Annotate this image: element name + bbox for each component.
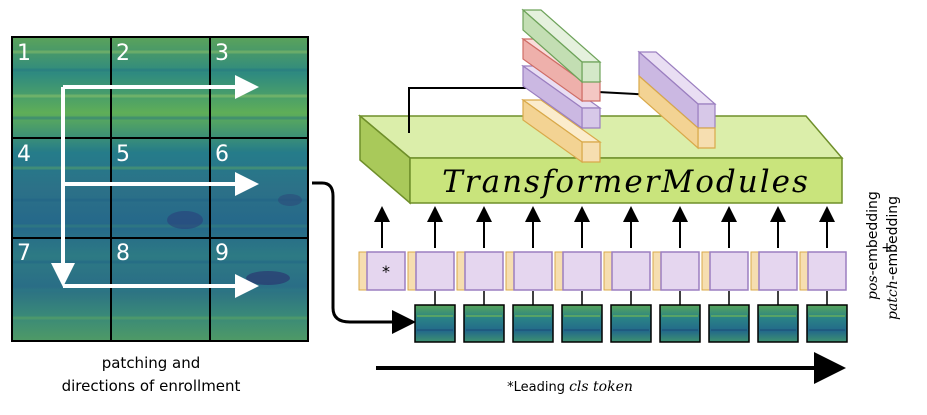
patch-thumbnail <box>512 304 554 343</box>
patch-token <box>464 251 504 291</box>
pooled-token <box>637 50 717 150</box>
pos-embedding <box>799 251 809 291</box>
pos-embedding <box>554 251 564 291</box>
cls-token <box>366 251 406 291</box>
pos-embedding <box>701 251 711 291</box>
cls-marker: * <box>382 262 390 281</box>
patch-thumbnail <box>414 304 456 343</box>
patch-number-6: 6 <box>215 142 229 167</box>
caption-line-1: patching and <box>102 354 201 372</box>
patch-thumbnail <box>610 304 652 343</box>
footnote-prefix: *Leading <box>507 380 569 395</box>
pos-embedding <box>603 251 613 291</box>
embedding-row: * <box>358 251 847 291</box>
embedding-side-label-2: patch-embedding <box>885 196 901 320</box>
pos-rest: -embedding <box>865 191 881 275</box>
caption-line-2: directions of enrollment <box>62 377 241 395</box>
patch-number-1: 1 <box>17 41 31 66</box>
patch-number-3: 3 <box>215 41 229 66</box>
plus-sign: + <box>881 240 893 256</box>
patch-number-8: 8 <box>116 241 130 266</box>
patch-number-2: 2 <box>116 41 130 66</box>
embedding-arrows <box>374 206 835 248</box>
patch-token <box>415 251 455 291</box>
patch-token <box>709 251 749 291</box>
patch-number-7: 7 <box>17 241 31 266</box>
transformer-block: TransformerModules <box>357 114 844 205</box>
patch-flow-arrow <box>312 181 416 334</box>
patch-token <box>660 251 700 291</box>
pos-embedding <box>456 251 466 291</box>
patch-thumbnail <box>463 304 505 343</box>
patch-number-4: 4 <box>17 142 31 167</box>
transformer-label: TransformerModules <box>442 164 810 200</box>
patch-thumbnail <box>561 304 603 343</box>
patch-token <box>807 251 847 291</box>
pos-italic: pos <box>865 275 881 300</box>
patch-token <box>611 251 651 291</box>
patch-token <box>758 251 798 291</box>
patch-rest: -embedding <box>885 196 901 280</box>
output-arrow <box>408 80 556 133</box>
patch-number-5: 5 <box>116 142 130 167</box>
patch-token <box>562 251 602 291</box>
patch-italic: patch <box>885 280 901 320</box>
patch-sequence <box>414 291 848 343</box>
pos-embedding <box>750 251 760 291</box>
footnote: *Leading cls token <box>507 379 633 395</box>
patch-thumbnail <box>708 304 750 343</box>
patch-thumbnail <box>659 304 701 343</box>
embedding-side-label: pos-embedding <box>865 191 881 300</box>
patch-token <box>513 251 553 291</box>
token-stack <box>521 8 602 164</box>
svg-text:pos-embedding: pos-embedding <box>865 191 881 300</box>
enrollment-arrows <box>51 75 259 298</box>
pos-embedding <box>505 251 515 291</box>
input-image: 1 2 3 4 5 6 7 8 9 <box>11 36 309 342</box>
patch-thumbnail <box>757 304 799 343</box>
patch-thumbnail <box>806 304 848 343</box>
pos-embedding <box>652 251 662 291</box>
patch-number-9: 9 <box>215 241 229 266</box>
svg-text:patch-embedding: patch-embedding <box>885 196 901 320</box>
pos-embedding <box>407 251 417 291</box>
footnote-italic: cls token <box>569 379 633 395</box>
